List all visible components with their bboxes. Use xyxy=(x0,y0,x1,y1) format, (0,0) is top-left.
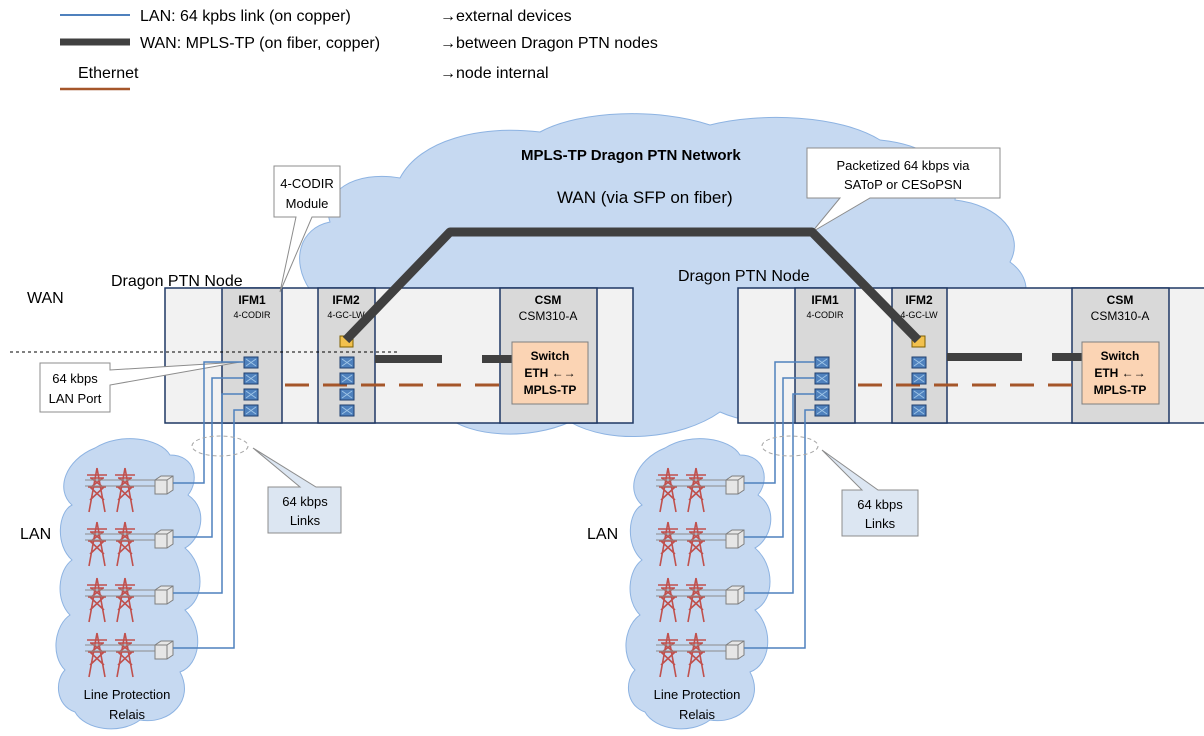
node-right: Dragon PTN Node IFM1 4-CODIR IFM2 4-GC-L… xyxy=(678,268,1204,424)
node-left-ifm1-port-4 xyxy=(243,404,259,417)
links-callout-right: 64 kbps Links xyxy=(821,449,919,537)
lan-link-right-1 xyxy=(744,361,815,484)
node-right-csm-type: CSM310-A xyxy=(1091,309,1150,323)
lan-label-left: LAN xyxy=(20,526,51,543)
node-left-csm-type: CSM310-A xyxy=(519,309,578,323)
node-left-ifm1-slot xyxy=(221,287,283,424)
relais-caption-right-line2: Relais xyxy=(679,707,716,722)
node-right-switch xyxy=(1081,341,1160,405)
node-right-ifm2-port-4 xyxy=(911,404,927,417)
node-right-ifm1-port-3 xyxy=(814,388,830,401)
node-right-ifm1-port-1 xyxy=(814,356,830,369)
lan-port-callout-line1: 64 kbps xyxy=(52,371,98,386)
node-left-switch-line2: ETH ←→ xyxy=(524,366,575,380)
packetized-callout-line2: SAToP or CESoPSN xyxy=(844,177,962,192)
lan-port-callout: 64 kbps LAN Port xyxy=(39,361,241,413)
legend-lan-label: LAN: 64 kpbs link (on copper) xyxy=(140,8,351,25)
lan-link-right-4 xyxy=(744,409,815,649)
lan-link-left-2 xyxy=(173,377,244,538)
node-right-ifm1-type: 4-CODIR xyxy=(806,310,844,320)
node-right-ifm2-port-3 xyxy=(911,388,927,401)
links-callout-right-line2: Links xyxy=(865,516,896,531)
node-left-ifm2-port-1 xyxy=(339,356,355,369)
node-right-switch-line3: MPLS-TP xyxy=(1094,383,1147,397)
node-left-ifm2-type: 4-GC-LW xyxy=(327,310,365,320)
node-left-ifm2-name: IFM2 xyxy=(332,293,360,307)
links-ellipse-right xyxy=(761,435,819,457)
links-callout-left-line1: 64 kbps xyxy=(282,494,328,509)
packetized-callout-line1: Packetized 64 kbps via xyxy=(837,158,971,173)
cloud-subtitle: WAN (via SFP on fiber) xyxy=(557,188,733,207)
node-left-switch-line1: Switch xyxy=(531,349,570,363)
node-right-switch-line1: Switch xyxy=(1101,349,1140,363)
cloud-title: MPLS-TP Dragon PTN Network xyxy=(521,147,741,164)
node-right-ifm2-port-1 xyxy=(911,356,927,369)
legend-wan-label: WAN: MPLS-TP (on fiber, copper) xyxy=(140,35,380,52)
links-callout-left: 64 kbps Links xyxy=(252,447,342,534)
lan-link-left-1 xyxy=(173,361,244,484)
links-callout-right-line1: 64 kbps xyxy=(857,497,903,512)
node-right-ifm1-port-2 xyxy=(814,372,830,385)
relais-caption-right-line1: Line Protection xyxy=(654,687,741,702)
node-left-switch-line3: MPLS-TP xyxy=(524,383,577,397)
legend-lan-desc: →external devices xyxy=(440,8,572,25)
module-callout: 4-CODIR Module xyxy=(273,165,341,293)
node-right-title: Dragon PTN Node xyxy=(678,268,810,285)
relais-caption-left-line1: Line Protection xyxy=(84,687,171,702)
links-callout-left-line2: Links xyxy=(290,513,321,528)
module-callout-line1: 4-CODIR xyxy=(280,176,333,191)
node-right-ifm2-port-2 xyxy=(911,372,927,385)
node-left-switch xyxy=(511,341,589,405)
lan-link-left-4 xyxy=(173,409,244,649)
node-left-ifm1-port-1 xyxy=(243,356,259,369)
node-right-ifm2-name: IFM2 xyxy=(905,293,933,307)
node-left-ifm1-port-2 xyxy=(243,372,259,385)
packetized-callout: Packetized 64 kbps via SAToP or CESoPSN xyxy=(806,147,1001,233)
node-left-ifm2-port-3 xyxy=(339,388,355,401)
links-ellipse-left xyxy=(191,435,249,457)
legend-ethernet-desc: →node internal xyxy=(440,65,549,82)
node-right-csm-name: CSM xyxy=(1107,293,1134,307)
lan-links-left xyxy=(173,361,244,649)
node-left-title: Dragon PTN Node xyxy=(111,273,243,290)
node-left-ifm1-port-3 xyxy=(243,388,259,401)
node-left-ifm1-type: 4-CODIR xyxy=(233,310,271,320)
node-right-ifm1-slot xyxy=(794,287,856,424)
legend-ethernet-label: Ethernet xyxy=(78,65,139,82)
legend-wan-desc: →between Dragon PTN nodes xyxy=(440,35,658,52)
node-right-switch-line2: ETH ←→ xyxy=(1094,366,1145,380)
node-right-ifm1-name: IFM1 xyxy=(811,293,839,307)
node-right-ifm2-slot xyxy=(891,287,948,424)
wan-mpls-link xyxy=(342,227,922,344)
relais-caption-left-line2: Relais xyxy=(109,707,146,722)
lan-link-left-3 xyxy=(173,393,244,594)
lan-link-right-2 xyxy=(744,377,815,538)
node-left-ifm2-slot xyxy=(317,287,376,424)
node-left-ifm1-name: IFM1 xyxy=(238,293,266,307)
node-left-ifm2-port-2 xyxy=(339,372,355,385)
lan-links-right xyxy=(744,361,815,649)
node-left: Dragon PTN Node IFM1 4-CODIR IFM2 4-GC-L… xyxy=(111,273,634,424)
node-right-ifm2-type: 4-GC-LW xyxy=(900,310,938,320)
node-left-ifm2-port-4 xyxy=(339,404,355,417)
wan-label: WAN xyxy=(27,290,64,307)
lan-link-right-3 xyxy=(744,393,815,594)
node-left-csm-name: CSM xyxy=(535,293,562,307)
lan-port-callout-line2: LAN Port xyxy=(49,391,102,406)
module-callout-line2: Module xyxy=(286,196,329,211)
node-right-ifm1-port-4 xyxy=(814,404,830,417)
lan-label-right: LAN xyxy=(587,526,618,543)
legend: LAN: 64 kpbs link (on copper) →external … xyxy=(60,8,658,91)
